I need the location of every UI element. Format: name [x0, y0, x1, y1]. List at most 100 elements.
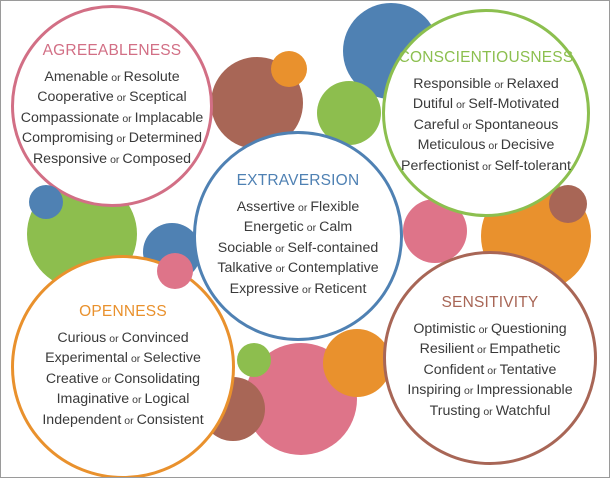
or-connector: or: [275, 263, 285, 276]
or-connector: or: [456, 99, 466, 112]
trait-word: Implacable: [134, 109, 204, 126]
trait-word: Responsive: [32, 150, 108, 167]
trait-word: Impressionable: [476, 382, 573, 399]
trait-word: Self-tolerant: [494, 157, 571, 174]
or-connector: or: [298, 201, 308, 214]
or-connector: or: [109, 332, 119, 345]
or-connector: or: [302, 283, 312, 296]
bubble-orange-bottom-center: [323, 329, 391, 397]
bubble-orange-top: [271, 51, 307, 87]
or-connector: or: [101, 373, 112, 386]
or-connector: or: [464, 385, 474, 398]
trait-word: Contemplative: [287, 260, 379, 277]
trait-word: Perfectionist: [401, 157, 480, 174]
trait-word: Calm: [319, 219, 353, 236]
or-connector: or: [116, 92, 127, 105]
trait-word: Determined: [128, 130, 203, 147]
bubble-blue-small-left: [29, 185, 63, 219]
trait-word: Consolidating: [114, 370, 201, 387]
bubble-green-small-bottom: [237, 343, 271, 377]
trait-word: Meticulous: [417, 137, 486, 154]
trait-word: Resolute: [123, 68, 180, 85]
trait-word: Experimental: [45, 350, 128, 367]
trait-word: Cooperative: [37, 89, 114, 106]
or-connector: or: [494, 78, 504, 91]
trait-word: Questioning: [490, 320, 567, 337]
or-connector: or: [482, 160, 492, 173]
bubble-brown-small-right: [549, 185, 587, 223]
trait-word: Empathetic: [489, 341, 561, 358]
or-connector: or: [487, 364, 497, 377]
or-connector: or: [306, 222, 317, 235]
trait-word: Optimistic: [413, 320, 476, 337]
sensitivity-title: SENSITIVITY: [441, 293, 539, 311]
agreeableness-title: AGREEABLENESS: [42, 41, 182, 59]
or-connector: or: [116, 133, 126, 146]
trait-word: Composed: [122, 150, 192, 167]
trait-word: Convinced: [121, 329, 189, 346]
trait-word: Imaginative: [56, 391, 130, 408]
trait-word: Decisive: [500, 137, 555, 154]
trait-word: Consistent: [136, 411, 204, 428]
trait-word: Tentative: [499, 361, 557, 378]
trait-word: Assertive: [236, 198, 296, 215]
or-connector: or: [124, 414, 134, 427]
or-connector: or: [132, 394, 142, 407]
or-connector: or: [477, 344, 487, 357]
trait-word: Logical: [144, 391, 190, 408]
or-connector: or: [130, 353, 141, 366]
trait-word: Talkative: [217, 260, 273, 277]
trait-word: Reticent: [314, 280, 367, 297]
trait-word: Selective: [143, 350, 201, 367]
trait-word: Dutiful: [412, 96, 454, 113]
or-connector: or: [462, 119, 472, 132]
or-connector: or: [478, 323, 488, 336]
or-connector: or: [483, 405, 493, 418]
trait-word: Watchful: [495, 402, 551, 419]
trait-word: Careful: [413, 116, 460, 133]
trait-word: Self-Motivated: [468, 96, 560, 113]
trait-word: Responsible: [413, 75, 492, 92]
trait-word: Amenable: [44, 68, 109, 85]
trait-word: Self-contained: [287, 239, 379, 256]
trait-word: Spontaneous: [474, 116, 559, 133]
trait-word: Expressive: [229, 280, 299, 297]
trait-word: Resilient: [419, 341, 475, 358]
or-connector: or: [275, 242, 285, 255]
trait-word: Independent: [42, 411, 122, 428]
trait-word: Sceptical: [129, 89, 187, 106]
trait-word: Energetic: [243, 219, 304, 236]
or-connector: or: [122, 112, 132, 125]
trait-word: Flexible: [310, 198, 360, 215]
bubble-pink-small-left: [157, 253, 193, 289]
trait-word: Confident: [423, 361, 485, 378]
trait-word: Trusting: [429, 402, 481, 419]
